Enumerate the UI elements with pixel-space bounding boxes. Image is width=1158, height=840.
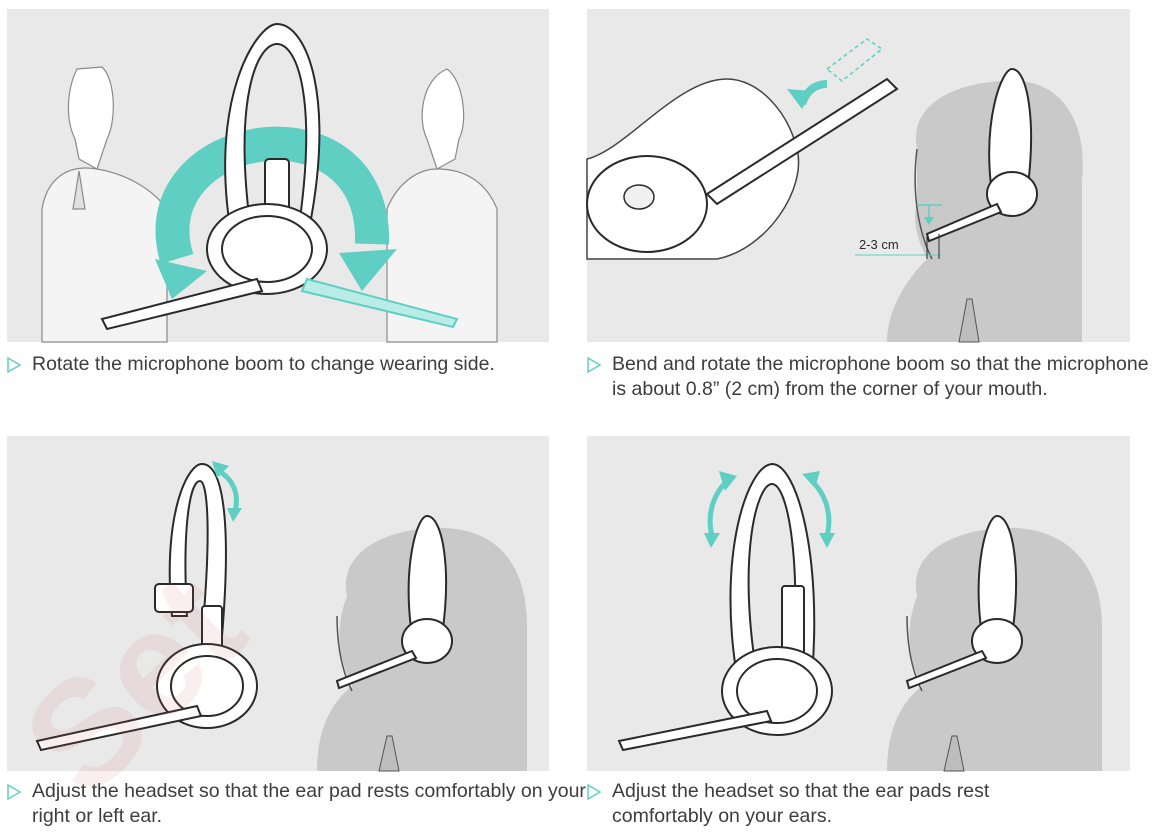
caption-rotate-boom: Rotate the microphone boom to change wea…	[7, 352, 572, 377]
caption-bend-boom: Bend and rotate the microphone boom so t…	[587, 352, 1158, 402]
caption-text: Adjust the headset so that the ear pads …	[612, 780, 990, 827]
illustration-bend-boom: 2-3 cm	[586, 9, 1130, 343]
caption-adjust-binaural: Adjust the headset so that the ear pads …	[587, 779, 1082, 829]
dimension-label: 2-3 cm	[859, 237, 899, 252]
adjust-monaural-drawing	[35, 461, 527, 772]
caption-text: Bend and rotate the microphone boom so t…	[612, 353, 1149, 400]
double-headed-arc-arrow-icon	[810, 479, 832, 537]
person-left-figure	[41, 66, 168, 343]
headset-drawing	[35, 462, 258, 752]
adjust-binaural-drawing	[617, 462, 1102, 772]
headset-drawing	[100, 22, 459, 331]
headset-drawing	[617, 462, 833, 752]
person-right-figure	[386, 68, 498, 343]
caption-text: Adjust the headset so that the ear pad r…	[32, 780, 586, 827]
illustration-rotate-boom	[7, 9, 549, 343]
caption-text: Rotate the microphone boom to change wea…	[32, 353, 495, 375]
curved-rotate-arrow-icon	[155, 126, 390, 264]
illustration-adjust-binaural	[587, 436, 1130, 772]
rotate-boom-drawing	[41, 22, 498, 343]
bend-boom-drawing	[586, 38, 1083, 343]
illustration-adjust-monaural	[7, 436, 549, 772]
boom-drawing	[705, 77, 899, 206]
double-headed-arc-arrow-icon	[217, 468, 239, 512]
double-headed-arc-arrow-icon	[707, 479, 729, 537]
caption-adjust-monaural: Adjust the headset so that the ear pad r…	[7, 779, 592, 829]
